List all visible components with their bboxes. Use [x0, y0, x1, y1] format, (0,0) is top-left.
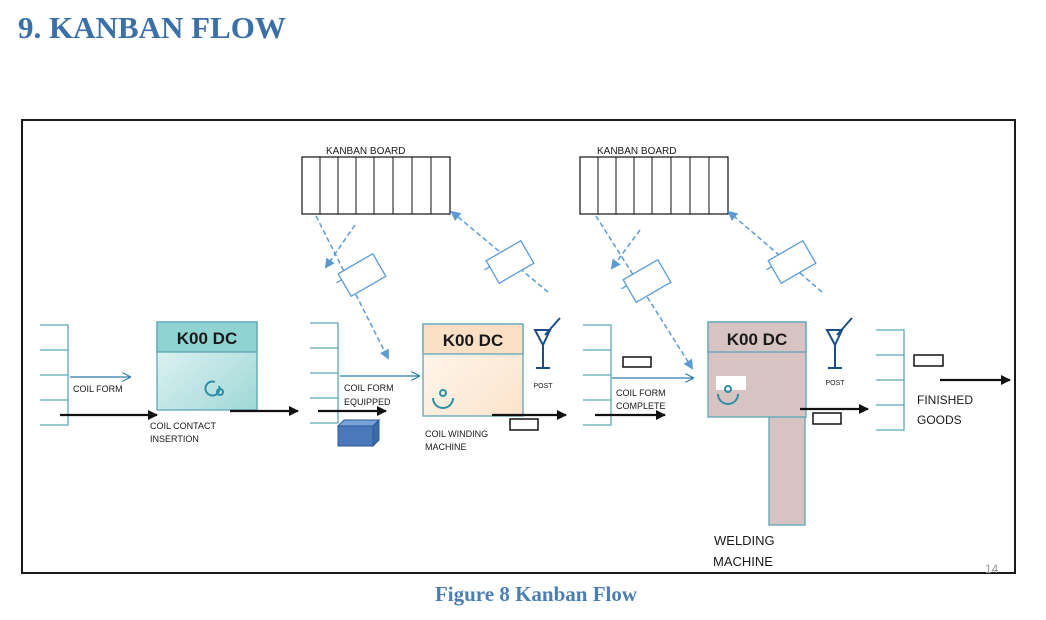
- flow-label-finished-1: FINISHED: [917, 393, 973, 407]
- figure-caption: Figure 8 Kanban Flow: [434, 582, 638, 606]
- page-number: 14: [985, 562, 999, 576]
- kanban-card-icon: [509, 418, 539, 431]
- kanban-cards: [336, 239, 817, 304]
- kanban-card-icon: [484, 239, 535, 285]
- rack-coil-form-equipped: [310, 322, 339, 424]
- kanban-card-icon: [621, 258, 672, 304]
- kanban-board-1: KANBAN BOARD: [301, 146, 451, 215]
- post-label: POST: [533, 383, 553, 390]
- flow-label-complete-1: COIL FORM: [616, 388, 666, 398]
- machine-welding: K00 DC: [707, 321, 807, 526]
- machine-name-2a: COIL WINDING: [425, 429, 488, 439]
- machine-name-1a: COIL CONTACT: [150, 421, 217, 431]
- kanban-card-icon: [913, 354, 944, 367]
- kanban-board-2: KANBAN BOARD: [579, 146, 729, 215]
- machine-name-3a: WELDING: [714, 533, 775, 548]
- rack-finished-goods: [876, 329, 905, 431]
- flow-label-coil-form: COIL FORM: [73, 384, 123, 394]
- flow-label-equipped-2: EQUIPPED: [344, 397, 391, 407]
- machine-dial-icon: [204, 380, 224, 397]
- machine-coil-winding: K00 DC: [422, 323, 524, 417]
- diagram-frame: [21, 119, 1016, 574]
- kanban-post-2: POST: [825, 317, 853, 387]
- machine-name-3b: MACHINE: [713, 554, 773, 569]
- kanban-card-icon: [766, 239, 817, 285]
- flow-label-equipped-1: COIL FORM: [344, 383, 394, 393]
- machine-name-1b: INSERTION: [150, 434, 199, 444]
- page-heading: 9. KANBAN FLOW: [18, 10, 286, 45]
- inventory-racks: [40, 322, 905, 431]
- process-flow-arrows: [60, 375, 1011, 420]
- rack-coil-form-complete: [583, 324, 612, 426]
- machine-code: K00 DC: [443, 331, 503, 350]
- post-label: POST: [825, 380, 845, 387]
- machine-dial-icon: [432, 389, 454, 409]
- kanban-card-icon: [622, 356, 652, 368]
- flow-label-finished-2: GOODS: [917, 413, 962, 427]
- material-flow-arrows: [70, 376, 693, 378]
- machine-dial-icon: [717, 385, 739, 405]
- kanban-card-icon: [336, 252, 387, 298]
- machine-coil-contact-insertion: K00 DC: [156, 321, 258, 411]
- machine-code: K00 DC: [177, 329, 237, 348]
- kanban-post-1: POST: [533, 317, 561, 390]
- kanban-board-label: KANBAN BOARD: [597, 146, 676, 157]
- machine-code: K00 DC: [727, 330, 787, 349]
- small-kanban-cards: [509, 354, 944, 431]
- rack-coil-form: [40, 324, 69, 426]
- kanban-board-label: KANBAN BOARD: [326, 146, 405, 157]
- machine-name-2b: MACHINE: [425, 442, 467, 452]
- flow-label-complete-2: COMPLETE: [616, 401, 666, 411]
- kanban-card-icon: [812, 412, 842, 425]
- material-box-icon: [336, 418, 381, 448]
